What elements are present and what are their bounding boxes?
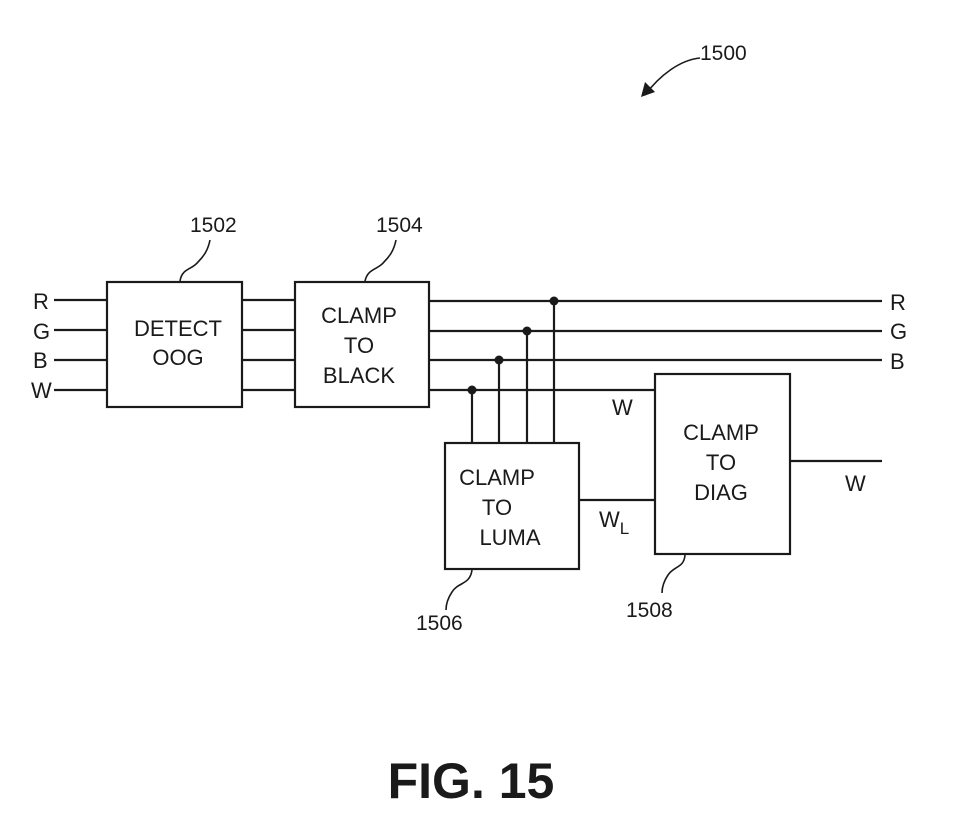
wl-label: WL	[599, 507, 629, 538]
diag-block-line-1: CLAMP	[683, 420, 759, 445]
diag-block-line-2: TO	[706, 450, 736, 475]
output-bus-wires	[429, 301, 882, 360]
junction-dots	[468, 297, 559, 395]
detect-block-line-2: OOG	[152, 345, 203, 370]
w-output-label: W	[845, 471, 866, 496]
input-label-b: B	[33, 348, 48, 373]
clamp-to-diag-block: CLAMP TO DIAG	[655, 374, 790, 554]
luma-ref-leader	[446, 570, 472, 610]
black-block-line-1: CLAMP	[321, 303, 397, 328]
input-label-w: W	[31, 378, 52, 403]
output-label-r: R	[890, 290, 906, 315]
clamp-to-black-block: CLAMP TO BLACK	[295, 282, 429, 407]
luma-block-line-2: TO	[482, 495, 512, 520]
detect-to-black-wires	[242, 300, 295, 390]
input-wires	[54, 300, 107, 390]
wl-label-main: W	[599, 507, 620, 532]
input-label-r: R	[33, 289, 49, 314]
figure-caption: FIG. 15	[388, 753, 555, 809]
black-block-ref: 1504	[376, 214, 423, 237]
black-ref-leader	[365, 240, 396, 281]
detect-ref-leader	[180, 240, 210, 281]
clamp-to-luma-block: CLAMP TO LUMA	[445, 443, 579, 569]
detect-block-ref: 1502	[190, 214, 237, 237]
diagram-ref-arrow	[641, 58, 700, 97]
output-label-b: B	[890, 349, 905, 374]
luma-block-ref: 1506	[416, 612, 463, 635]
luma-block-line-1: CLAMP	[459, 465, 535, 490]
w-into-diag-label: W	[612, 395, 633, 420]
diag-ref-leader	[662, 555, 685, 593]
wl-label-subscript: L	[620, 519, 629, 538]
diag-block-ref: 1508	[626, 599, 673, 622]
detect-block-line-1: DETECT	[134, 316, 222, 341]
input-label-g: G	[33, 319, 50, 344]
detect-oog-block: DETECT OOG	[107, 282, 242, 407]
black-block-line-3: BLACK	[323, 363, 395, 388]
output-label-g: G	[890, 319, 907, 344]
luma-block-line-3: LUMA	[479, 525, 540, 550]
luma-tap-wires	[472, 301, 554, 443]
black-block-line-2: TO	[344, 333, 374, 358]
diag-block-line-3: DIAG	[694, 480, 748, 505]
diagram-ref-label: 1500	[700, 42, 747, 65]
